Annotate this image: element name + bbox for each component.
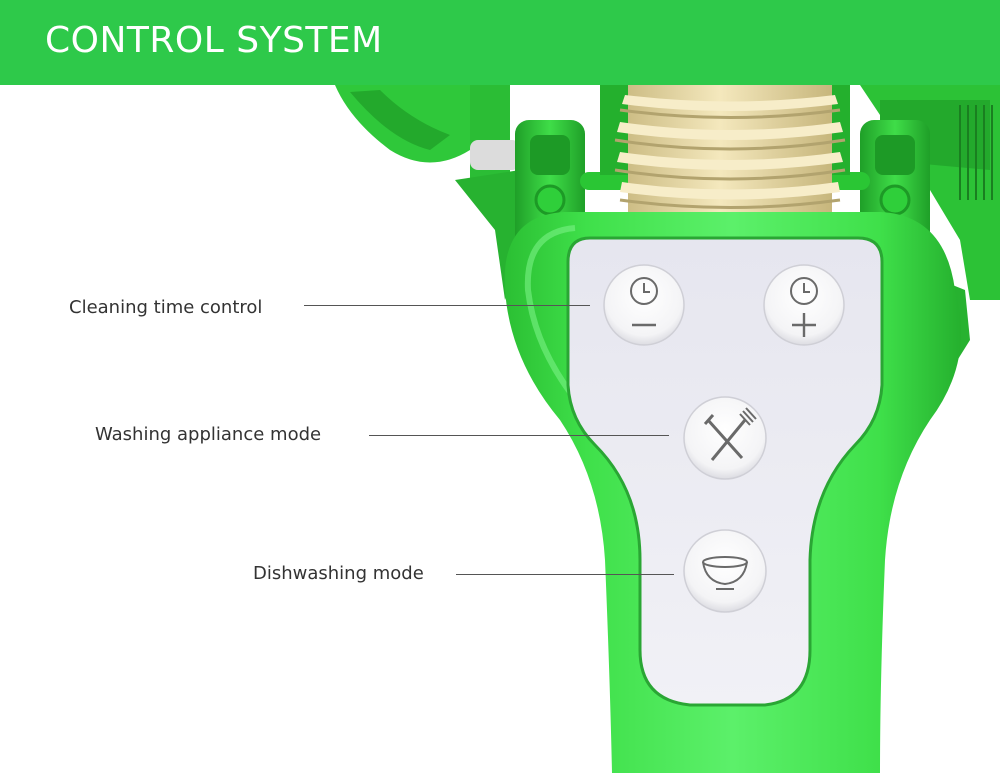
time-decrease-button[interactable] xyxy=(604,265,684,345)
clock-plus-icon xyxy=(763,264,845,346)
bellows xyxy=(614,85,846,225)
left-brush-assembly xyxy=(335,85,525,300)
callout-line-washing-appliance xyxy=(369,435,669,436)
callout-label-dishwashing: Dishwashing mode xyxy=(253,563,424,584)
time-increase-button[interactable] xyxy=(764,265,844,345)
callout-line-dishwashing xyxy=(456,574,674,575)
fork-knife-icon xyxy=(683,396,767,480)
callout-line-cleaning-time xyxy=(304,305,590,306)
bowl-icon xyxy=(683,529,767,613)
header-bar: CONTROL SYSTEM xyxy=(0,0,1000,85)
callout-label-cleaning-time: Cleaning time control xyxy=(69,297,263,318)
clock-minus-icon xyxy=(603,264,685,346)
washing-appliance-mode-button[interactable] xyxy=(684,397,766,479)
callout-label-washing-appliance: Washing appliance mode xyxy=(95,424,322,445)
dishwashing-mode-button[interactable] xyxy=(684,530,766,612)
page-title: CONTROL SYSTEM xyxy=(45,20,383,61)
